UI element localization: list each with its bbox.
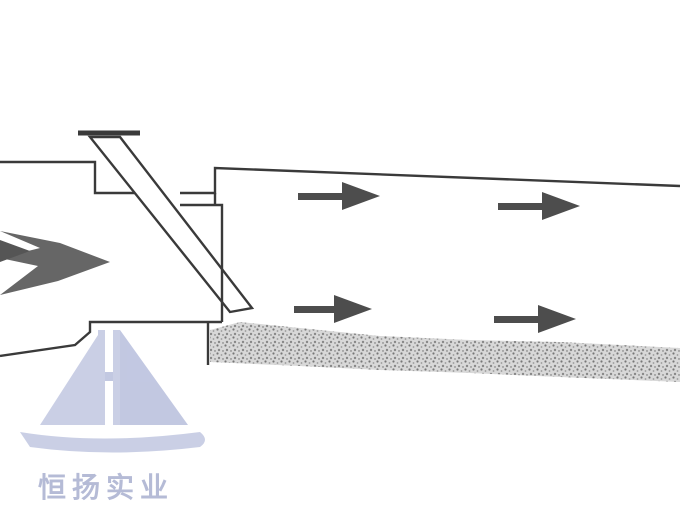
sediment-layer — [210, 322, 680, 382]
right-arrow-icon — [494, 305, 576, 333]
inclined-gate — [78, 130, 255, 314]
flame-icon — [0, 231, 110, 295]
gate-housing — [180, 193, 224, 322]
right-arrow-icon — [298, 182, 380, 210]
inlet-pipe-top-wall — [0, 160, 135, 195]
right-arrow-icon — [294, 295, 372, 323]
right-arrow-icon — [498, 192, 580, 220]
watermark-text: 恒扬实业 — [38, 471, 175, 504]
sailboat-logo — [20, 330, 205, 453]
duct-top-wall — [180, 166, 680, 195]
inlet-pipe-bottom-wall — [0, 320, 222, 358]
